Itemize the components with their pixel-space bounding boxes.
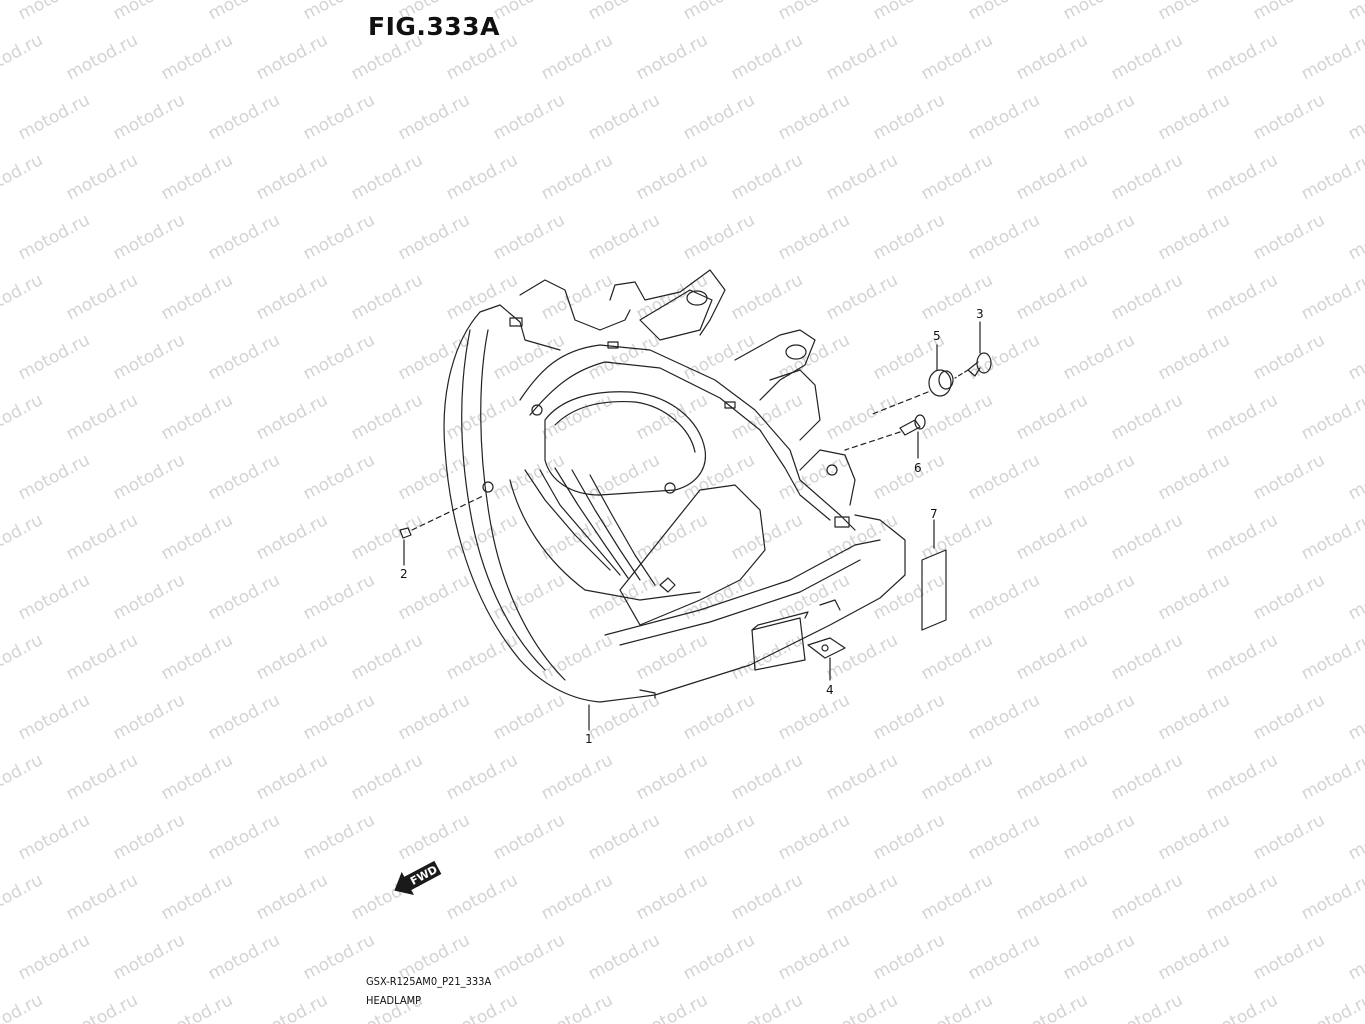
model-code: GSX-R125AM0_P21_333A xyxy=(366,975,492,988)
callout-1: 1 xyxy=(585,732,593,746)
callout-4: 4 xyxy=(826,683,834,697)
screw-part xyxy=(844,414,926,459)
figure-title: FIG.333A xyxy=(368,12,500,41)
callout-6: 6 xyxy=(914,461,922,475)
callout-7: 7 xyxy=(930,507,938,521)
rubber-cap-part xyxy=(399,494,486,539)
section-name: HEADLAMP xyxy=(366,994,422,1007)
callout-2: 2 xyxy=(400,567,408,581)
grommet-part xyxy=(869,344,954,416)
fwd-arrow-icon: FWD xyxy=(394,860,442,895)
callout-5: 5 xyxy=(933,329,941,343)
bracket-clip-part xyxy=(807,637,846,681)
callout-3: 3 xyxy=(976,307,984,321)
label-sheet-part xyxy=(921,519,947,631)
screw-washer-part xyxy=(954,321,992,379)
headlamp-housing xyxy=(443,269,906,703)
